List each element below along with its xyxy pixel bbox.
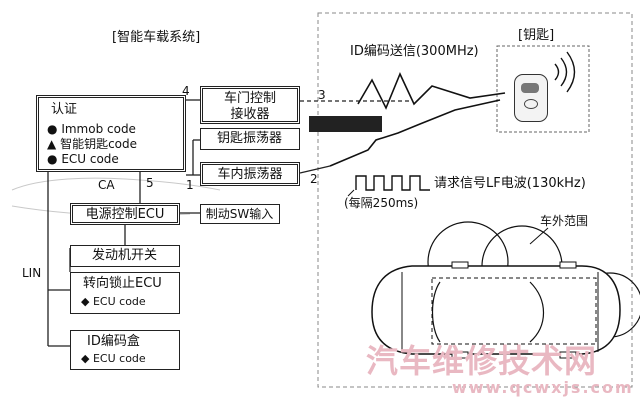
id-box-code: ◆ ECU code (81, 352, 146, 365)
connector-1-label: 1 (186, 178, 194, 192)
bullet-triangle-icon: ▲ (47, 137, 57, 151)
bullet-diamond-icon: ◆ (81, 295, 90, 308)
bullet-circle-icon: ● (47, 122, 58, 136)
interval-label: (每隔250ms) (344, 196, 419, 210)
auth-item-ecu: ● ECU code (47, 152, 119, 166)
connector-5-label: 5 (146, 176, 154, 190)
bullet-diamond-icon: ◆ (81, 352, 90, 365)
engine-switch-box: 发动机开关 (70, 245, 180, 267)
key-frame (496, 45, 590, 133)
id-box-title: ID编码盒 (87, 334, 140, 349)
watermark-url: www.qcwxjs.com (452, 378, 634, 397)
cabin-oscillator-box: 车内振荡器 (200, 162, 300, 186)
auth-item-smart-key: ▲ 智能钥匙code (47, 137, 138, 151)
key-oscillator-label: 钥匙振荡器 (216, 131, 282, 146)
redaction-bar (309, 116, 382, 132)
power-ecu-box: 电源控制ECU (70, 203, 180, 225)
connector-3-label: 3 (318, 88, 326, 102)
engine-switch-label: 发动机开关 (91, 248, 157, 263)
outside-range-label: 车外范围 (540, 214, 589, 228)
car-top-view (371, 265, 621, 355)
power-ecu-label: 电源控制ECU (85, 207, 165, 222)
smart-key-icon (514, 74, 548, 122)
auth-heading: 认证 (51, 102, 78, 117)
key-title: [钥匙] (518, 28, 555, 43)
id-signal-label: ID编码送信(300MHz) (350, 44, 479, 59)
id-signal-wave (357, 72, 506, 110)
steering-lock-code: ◆ ECU code (81, 295, 146, 308)
id-box: ID编码盒 ◆ ECU code (70, 330, 180, 370)
lf-signal-wave (329, 99, 501, 167)
lf-pulse-train (355, 175, 430, 191)
bullet-circle-icon: ● (47, 152, 58, 166)
system-title: [智能车载系统] (112, 30, 201, 45)
connector-2-label: 2 (310, 172, 318, 186)
key-zone-border (317, 12, 633, 388)
cabin-oscillator-label: 车内振荡器 (217, 167, 283, 182)
door-receiver-label: 车门控制 接收器 (223, 91, 276, 123)
brake-sw-label: 制动SW输入 (205, 207, 274, 221)
request-signal-label: 请求信号LF电波(130kHz) (434, 176, 586, 191)
brake-sw-box: 制动SW输入 (200, 204, 280, 224)
key-oscillator-box: 钥匙振荡器 (200, 128, 300, 150)
steering-lock-box: 转向锁止ECU ◆ ECU code (70, 272, 180, 314)
lin-label: LIN (22, 266, 42, 280)
door-receiver-box: 车门控制 接收器 (200, 86, 300, 124)
auth-box: 认证 ● Immob code ▲ 智能钥匙code ● ECU code (36, 95, 186, 172)
ca-label: CA (98, 178, 115, 192)
auth-item-immob: ● Immob code (47, 122, 136, 136)
watermark-text: 汽车维修技术网 (366, 342, 598, 380)
connector-4-label: 4 (182, 84, 190, 98)
steering-lock-title: 转向锁止ECU (83, 276, 162, 291)
